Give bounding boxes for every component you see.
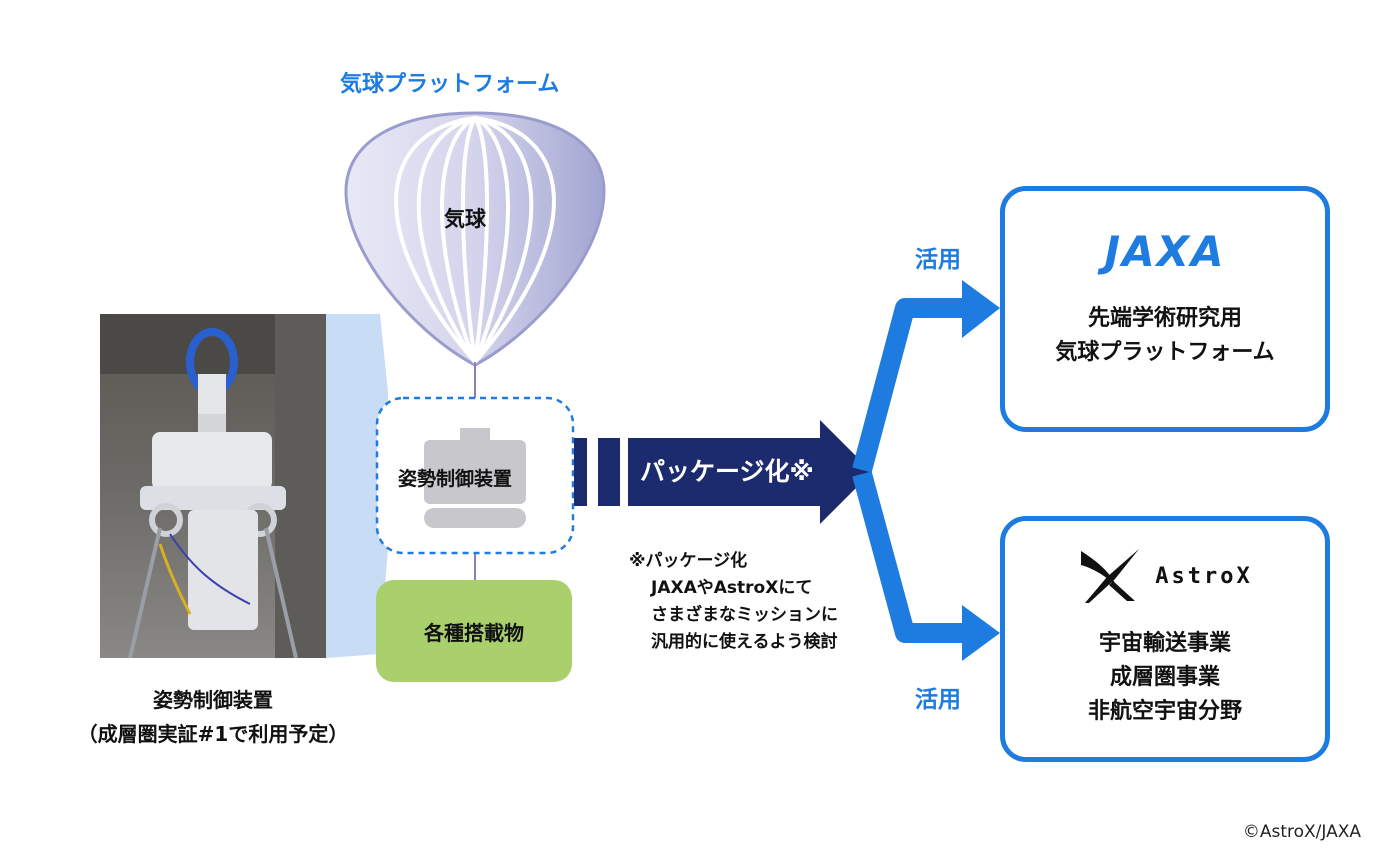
device-icon [424, 428, 526, 528]
device-label: 姿勢制御装置 [398, 468, 513, 490]
payload-label: 各種搭載物 [424, 620, 524, 645]
note-line2: JAXAやAstroXにて [651, 578, 813, 598]
device-photo [100, 314, 326, 658]
payload-box: 各種搭載物 [376, 580, 572, 682]
astrox-x-icon [1081, 549, 1140, 603]
balloon-shape [344, 111, 606, 367]
use-arrows [852, 298, 975, 643]
note-line1: ※パッケージ化 [629, 551, 748, 571]
photo-caption-line1: 姿勢制御装置 [153, 688, 273, 712]
use-arrow-head-bottom [962, 605, 1000, 661]
jaxa-line2: 気球プラットフォーム [1055, 340, 1275, 365]
package-arrow [574, 420, 872, 524]
use-arrow-head-top [962, 280, 1000, 338]
astrox-line1: 宇宙輸送事業 [1098, 631, 1231, 656]
jaxa-line1: 先端学術研究用 [1087, 306, 1242, 331]
astrox-logo-text: AstroX [1155, 563, 1253, 589]
jaxa-destination-box: JAXA 先端学術研究用 気球プラットフォーム [1000, 186, 1330, 432]
package-label: パッケージ化※ [640, 457, 814, 486]
astrox-line3: 非航空宇宙分野 [1087, 699, 1242, 724]
photo-callout-wedge [326, 314, 388, 658]
photo-caption-line2: （成層圏実証#1で利用予定） [77, 722, 349, 746]
copyright: ©AstroX/JAXA [1242, 822, 1361, 842]
use-label-top: 活用 [915, 247, 961, 273]
package-note: ※パッケージ化 JAXAやAstroXにて さまざまなミッションに 汎用的に使え… [629, 548, 838, 656]
use-label-bottom: 活用 [915, 687, 961, 713]
balloon-label: 気球 [444, 207, 486, 231]
astrox-logo: AstroX [1077, 547, 1252, 605]
jaxa-logo: JAXA [1104, 227, 1225, 276]
jaxa-dest-text: 先端学術研究用 気球プラットフォーム [1055, 302, 1274, 370]
note-line4: 汎用的に使えるよう検討 [651, 632, 838, 652]
jaxa-logo-text: JAXA [1104, 227, 1226, 276]
astrox-dest-text: 宇宙輸送事業 成層圏事業 非航空宇宙分野 [1088, 627, 1242, 729]
astrox-destination-box: AstroX 宇宙輸送事業 成層圏事業 非航空宇宙分野 [1000, 516, 1330, 762]
platform-title: 気球プラットフォーム [340, 72, 560, 97]
note-line3: さまざまなミッションに [651, 605, 838, 625]
astrox-line2: 成層圏事業 [1109, 665, 1220, 690]
